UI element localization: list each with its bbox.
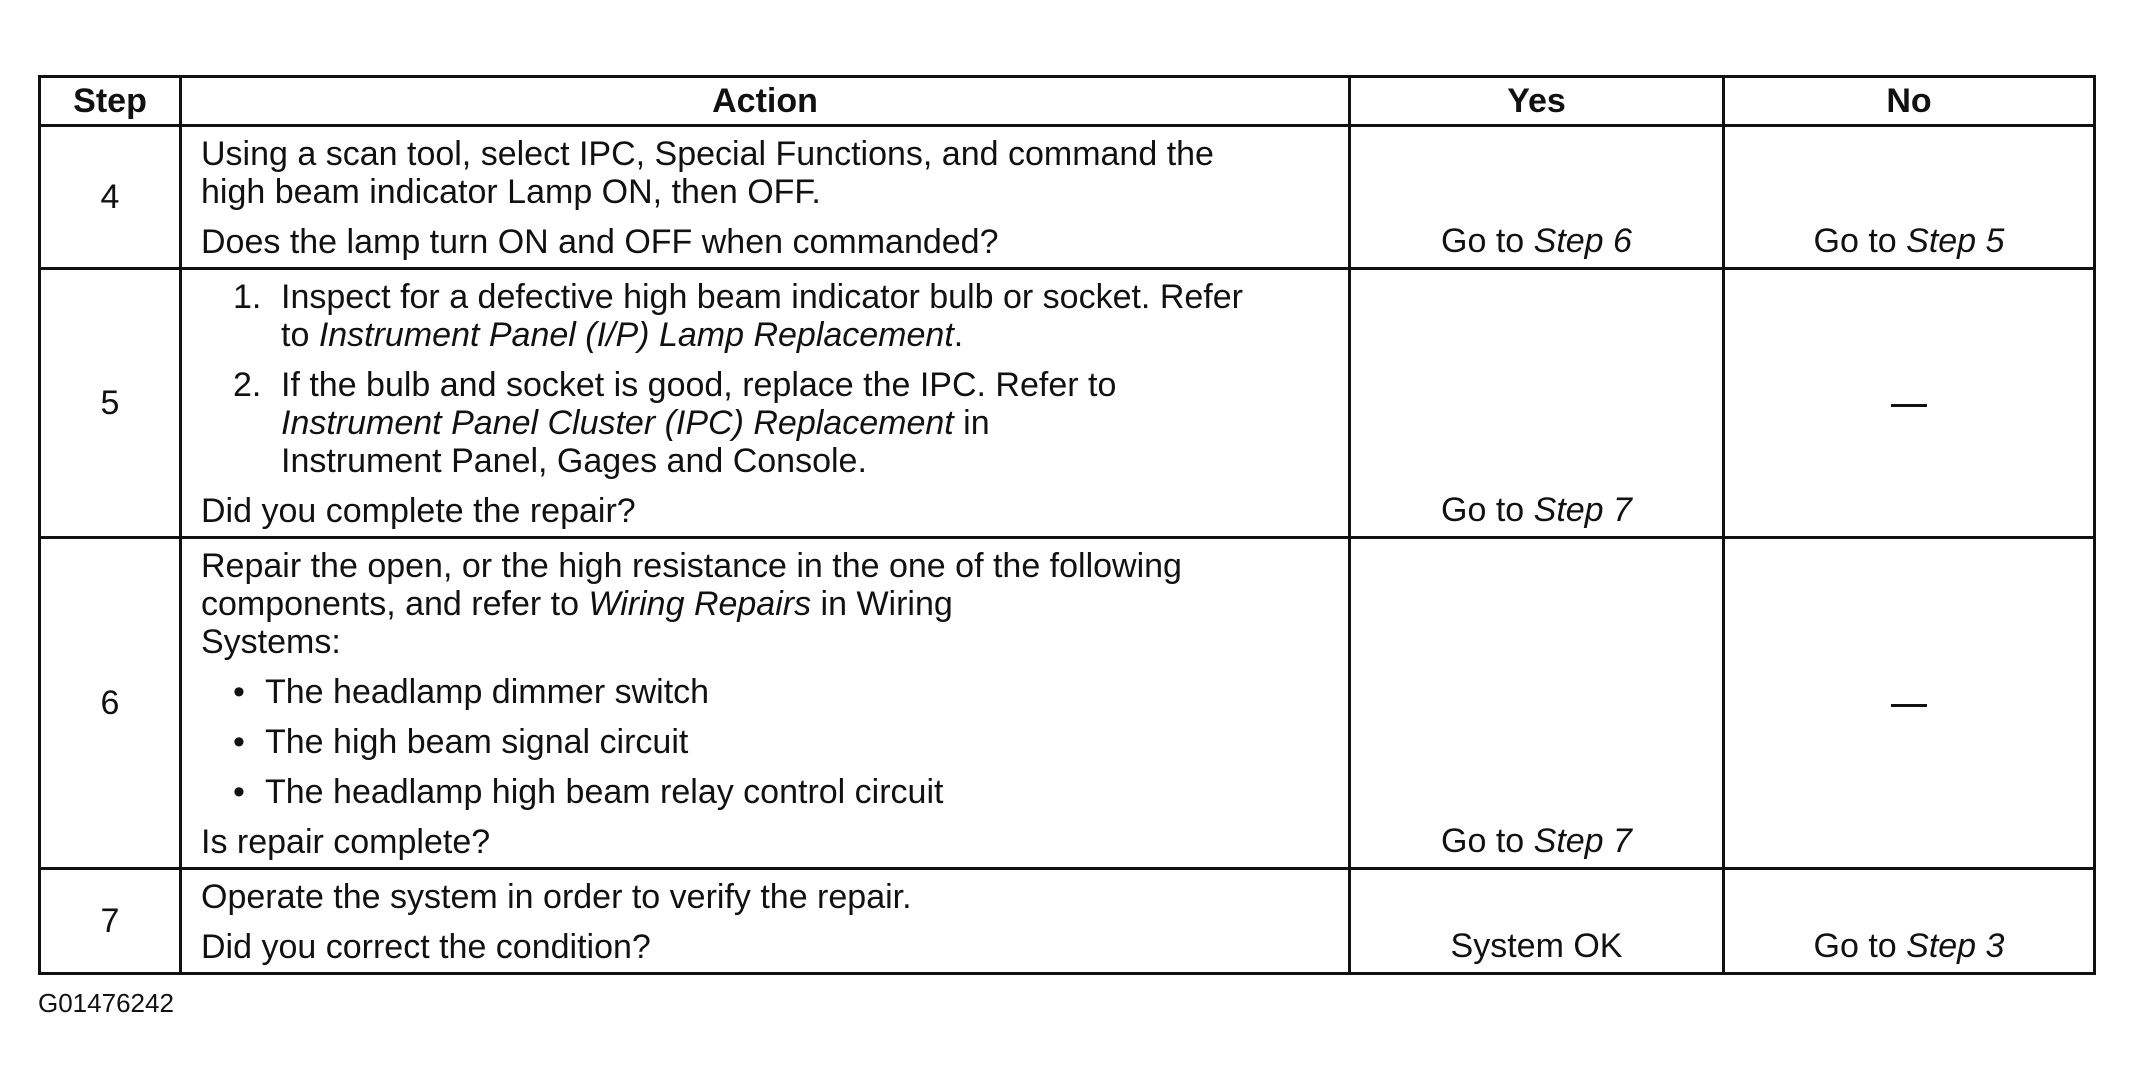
no-prefix: Go to [1813,927,1907,965]
doc-reference: Instrument Panel Cluster (IPC) Replaceme… [281,404,954,442]
item-line: to [281,316,319,354]
step-number: 7 [38,867,182,975]
action-question: Did you correct the condition? [201,928,651,966]
item-line: . [953,316,964,354]
bullet-mark: • [233,773,245,811]
no-prefix: Go to [1813,222,1907,260]
step-number: 5 [38,267,182,539]
action-question: Is repair complete? [201,823,491,861]
bullet-item: • The headlamp high beam relay control ci… [201,773,1332,811]
no-step-ref: Step 3 [1906,927,2005,965]
yes-cell: Go to Step 7 [1348,267,1725,539]
bullet-item: • The headlamp dimmer switch [201,673,1332,711]
dash-mark [1891,403,1927,407]
table-row-step-5: 5 1. Inspect for a defective high beam i… [38,267,2096,539]
item-line: Inspect for a defective high beam indica… [281,278,1243,316]
header-yes: Yes [1348,75,1725,127]
item-number: 2. [233,366,262,404]
bullet-mark: • [233,673,245,711]
yes-step-ref: Step 7 [1533,491,1632,529]
doc-reference: Wiring Repairs [588,585,812,623]
item-line: in [953,404,990,442]
bullet-item: • The high beam signal circuit [201,723,1332,761]
no-cell: Go to Step 3 [1722,867,2096,975]
yes-cell: Go to Step 7 [1348,536,1725,870]
action-text: Operate the system in order to verify th… [201,878,912,916]
no-step-ref: Step 5 [1906,222,2005,260]
numbered-item: 1. Inspect for a defective high beam ind… [201,278,1332,354]
dash-mark [1891,703,1927,707]
action-cell: Using a scan tool, select IPC, Special F… [179,124,1351,270]
item-line: If the bulb and socket is good, replace … [281,366,1117,404]
header-action: Action [179,75,1351,127]
action-line: Systems: [201,623,341,661]
header-no: No [1722,75,2096,127]
item-number: 1. [233,278,262,316]
no-cell [1722,267,2096,539]
action-line-part: components, and refer to [201,585,589,623]
action-line-part: in Wiring [811,585,953,623]
no-cell: Go to Step 5 [1722,124,2096,270]
no-cell [1722,536,2096,870]
bullet-text: The high beam signal circuit [265,723,689,761]
numbered-item: 2. If the bulb and socket is good, repla… [201,366,1332,480]
item-text: Inspect for a defective high beam indica… [201,278,1332,354]
action-line: high beam indicator Lamp ON, then OFF. [201,173,821,211]
step-number: 6 [38,536,182,870]
figure-code: G01476242 [38,988,174,1018]
action-cell: Operate the system in order to verify th… [179,867,1351,975]
table-row-step-4: 4 Using a scan tool, select IPC, Special… [38,124,2096,270]
doc-reference: Instrument Panel (I/P) Lamp Replacement [318,316,954,354]
action-question: Does the lamp turn ON and OFF when comma… [201,223,999,261]
yes-step-ref: Step 6 [1533,222,1632,260]
action-text: Repair the open, or the high resistance … [201,547,1332,661]
yes-cell: System OK [1348,867,1725,975]
action-cell: Repair the open, or the high resistance … [179,536,1351,870]
bullet-text: The headlamp high beam relay control cir… [265,773,944,811]
header-row: Step Action Yes No [38,75,2096,127]
item-line: Instrument Panel, Gages and Console. [281,442,867,480]
table-row-step-6: 6 Repair the open, or the high resistanc… [38,536,2096,870]
yes-cell: Go to Step 6 [1348,124,1725,270]
action-line: components, and refer to Wiring Repairs … [201,585,1332,623]
yes-prefix: Go to [1441,222,1534,260]
action-question: Did you complete the repair? [201,492,636,530]
action-text: Using a scan tool, select IPC, Special F… [201,135,1332,211]
action-line: Repair the open, or the high resistance … [201,547,1182,585]
table-row-step-7: 7 Operate the system in order to verify … [38,867,2096,975]
bullet-mark: • [233,723,245,761]
yes-prefix: Go to [1441,491,1534,529]
action-cell: 1. Inspect for a defective high beam ind… [179,267,1351,539]
yes-prefix: Go to [1441,822,1534,860]
diagnostic-table: Step Action Yes No 4 Using a scan tool, … [38,75,2096,975]
yes-step-ref: Step 7 [1533,822,1632,860]
bullet-text: The headlamp dimmer switch [265,673,710,711]
item-text: If the bulb and socket is good, replace … [201,366,1332,480]
header-step: Step [38,75,182,127]
step-number: 4 [38,124,182,270]
action-line: Using a scan tool, select IPC, Special F… [201,135,1214,173]
